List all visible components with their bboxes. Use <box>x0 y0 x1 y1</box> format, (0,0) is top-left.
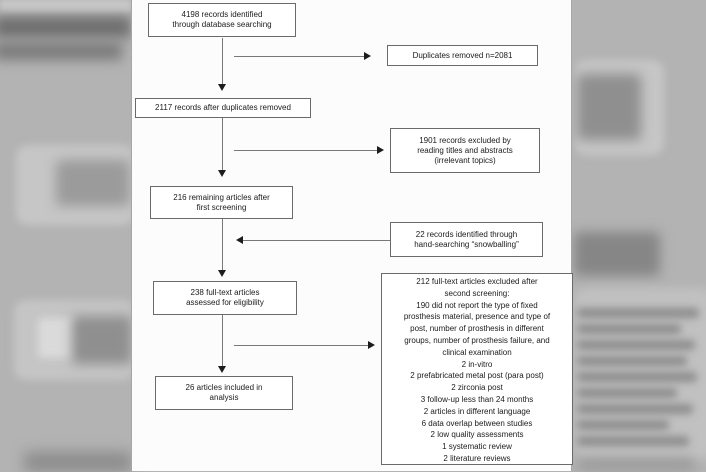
blurred-background-right-text-1 <box>577 74 641 140</box>
box-text-line: 190 did not report the type of fixed <box>416 300 538 310</box>
box-text-line: 6 data overlap between studies <box>421 418 533 428</box>
arrowhead-down-2 <box>218 170 226 177</box>
box-text-line: 22 records identified through <box>415 229 518 239</box>
blurred-background-left-heading-2 <box>0 42 122 60</box>
box-text-line: 2 literature reviews <box>443 453 511 463</box>
blurred-background-right-text-8 <box>577 388 677 398</box>
box-text-line: 1 systematic review <box>442 442 512 452</box>
box-text-line: 2 low quality assessments <box>430 430 524 440</box>
blurred-background-left-top-band <box>0 0 131 13</box>
blurred-background-right-text-5 <box>577 340 695 350</box>
arrow-line-identified-to-duplicates-removed <box>222 38 223 84</box>
blurred-background-right-text-6 <box>577 356 687 366</box>
box-text-line: hand-searching “snowballing” <box>414 239 519 249</box>
arrowhead-right-3 <box>368 341 375 349</box>
blurred-background-left-bottom <box>24 452 132 472</box>
box-text-line: analysis <box>209 393 239 402</box>
box-text-line: 2 articles in different language <box>423 406 531 416</box>
box-text-line: 4198 records identified <box>181 10 263 19</box>
arrowhead-down-1 <box>218 84 226 91</box>
arrowhead-down-3 <box>218 270 226 277</box>
box-text-line: prosthesis material, presence and type o… <box>403 312 551 322</box>
blurred-background-left-heading <box>0 16 131 38</box>
blurred-background-right-text-4 <box>577 324 681 334</box>
box-text-line: 238 full-text articles <box>190 288 260 297</box>
box-text-line: through database searching <box>172 20 272 29</box>
arrow-line-screening-to-fulltext <box>222 219 223 270</box>
blurred-background-left-text-2 <box>72 316 132 364</box>
blurred-background-left-white-patch <box>38 318 76 358</box>
box-after-duplicates: 2117 records after duplicates removed <box>135 98 311 118</box>
blurred-background-left-text-1 <box>56 160 130 206</box>
box-full-text-excluded: 212 full-text articles excluded after sec… <box>381 273 573 465</box>
arrow-line-duplicates-to-screening <box>222 118 223 170</box>
box-text-line: 2 zirconia post <box>451 383 503 393</box>
blurred-background-right-text-10 <box>577 420 669 430</box>
blurred-background-right-text-2 <box>574 232 660 276</box>
blurred-background-right-text-11 <box>577 436 689 446</box>
arrow-line-to-full-text-excluded <box>234 345 368 346</box>
box-text-line: Duplicates removed n=2081 <box>412 50 513 60</box>
box-text-line: second screening: <box>444 288 510 298</box>
box-text-line: groups, number of prosthesis failure, an… <box>404 335 550 345</box>
arrow-line-fulltext-to-included <box>222 315 223 366</box>
box-text-line: 1901 records excluded by <box>419 135 511 145</box>
arrowhead-left-1 <box>236 236 243 244</box>
box-text-line: clinical examination <box>442 347 512 357</box>
box-duplicates-removed: Duplicates removed n=2081 <box>387 45 538 66</box>
box-text-line: 2 prefabricated metal post (para post) <box>410 371 544 381</box>
box-text-line: assessed for eligibility <box>186 298 264 307</box>
blurred-background-right-bottom <box>577 458 695 471</box>
box-text-line: reading titles and abstracts <box>417 145 513 155</box>
box-text-line: 26 articles included in <box>185 383 263 392</box>
box-text-line: 216 remaining articles after <box>173 192 270 202</box>
arrow-line-to-duplicates-removed <box>234 56 364 57</box>
arrowhead-right-2 <box>377 146 384 154</box>
arrow-line-from-snowballing <box>243 240 390 241</box>
box-text-line: 3 follow-up less than 24 months <box>420 394 534 404</box>
box-text-line: (irrelevant topics) <box>434 155 496 165</box>
box-text-line: 2 in-vitro <box>461 359 493 369</box>
box-text-line: first screening <box>196 202 247 212</box>
box-text-line: 212 full-text articles excluded after <box>416 277 538 286</box>
blurred-background-right-text-7 <box>577 372 697 382</box>
arrow-line-to-records-excluded <box>234 150 377 151</box>
blurred-background-right-text-9 <box>577 404 693 414</box>
box-text-line: post, number of prosthesis in different <box>410 324 544 334</box>
arrowhead-down-4 <box>218 366 226 373</box>
arrowhead-right-1 <box>364 52 371 60</box>
box-text-line: 2117 records after duplicates removed <box>155 103 291 112</box>
blurred-background-right-text-3 <box>577 308 699 318</box>
